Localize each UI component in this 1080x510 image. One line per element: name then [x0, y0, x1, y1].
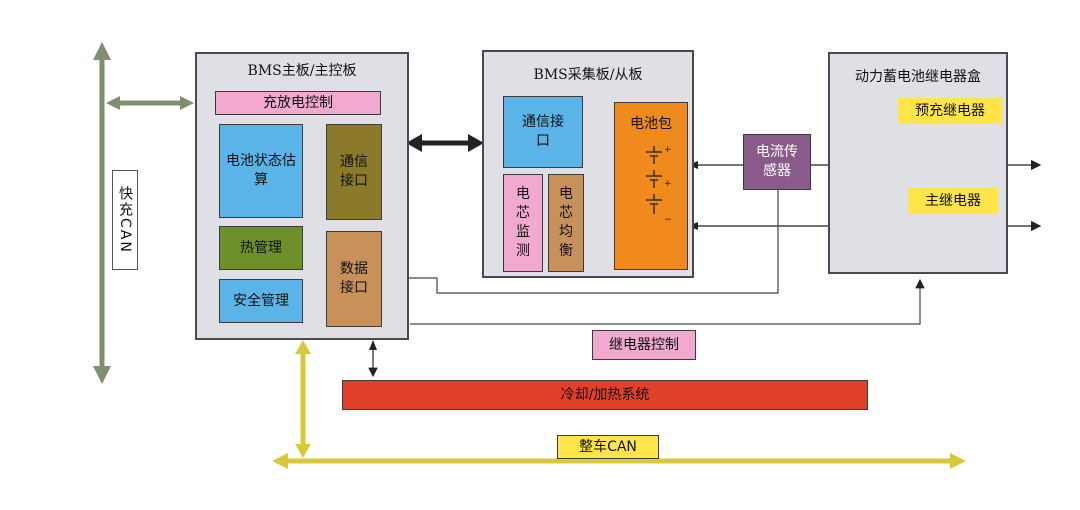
safety-management: 安全管理	[219, 279, 303, 323]
main-board-title: BMS主板/主控板	[247, 63, 357, 79]
svg-text:+: +	[664, 179, 672, 189]
main-slave-link	[406, 134, 484, 152]
relay-control-line	[410, 278, 925, 325]
soc-estimation: 电池状态估算	[219, 124, 303, 218]
relay-box-title: 动力蓄电池继电器盒	[855, 69, 981, 85]
relay-control-label: 继电器控制	[592, 330, 696, 360]
fast-charge-can-bus	[93, 42, 111, 384]
vehicle-can-label: 整车CAN	[557, 435, 659, 459]
battery-cells-icon: + + −	[646, 145, 672, 225]
sensor-signal-line	[396, 190, 779, 294]
cooling-heating-system: 冷却/加热系统	[342, 380, 868, 410]
bms-main-board: BMS主板/主控板 充放电控制 电池状态估算 热管理 安全管理 通信接口 数据接…	[195, 52, 409, 340]
main-relay-label: 主继电器	[908, 188, 998, 214]
main-data-port: 数据接口	[326, 231, 382, 327]
can-to-main-link	[106, 96, 194, 110]
vehicle-can-bus	[272, 340, 966, 469]
relay-box: 动力蓄电池继电器盒 预充继电器 主继电器	[828, 52, 1008, 274]
cell-monitoring: 电芯监测	[503, 174, 543, 272]
charge-discharge-control: 充放电控制	[215, 91, 381, 115]
current-sensor: 电流传感器	[743, 134, 811, 190]
fast-charge-can-label: 快充CAN	[112, 170, 138, 270]
battery-pack: 电池包	[614, 102, 688, 270]
fast-charge-can-text: 快充CAN	[117, 186, 133, 254]
battery-pack-label: 电池包	[630, 116, 672, 132]
main-comm-port: 通信接口	[326, 124, 382, 220]
precharge-relay-label: 预充继电器	[898, 98, 1002, 124]
bms-slave-board: BMS采集板/从板 通信接口 电芯监测 电芯均衡 电池包 + + −	[482, 50, 694, 278]
slave-board-title: BMS采集板/从板	[533, 67, 643, 83]
thermal-management: 热管理	[219, 226, 303, 270]
svg-text:+: +	[664, 145, 672, 155]
cell-balancing: 电芯均衡	[548, 174, 584, 272]
slave-comm-port: 通信接口	[503, 96, 583, 168]
svg-text:−: −	[664, 215, 672, 225]
